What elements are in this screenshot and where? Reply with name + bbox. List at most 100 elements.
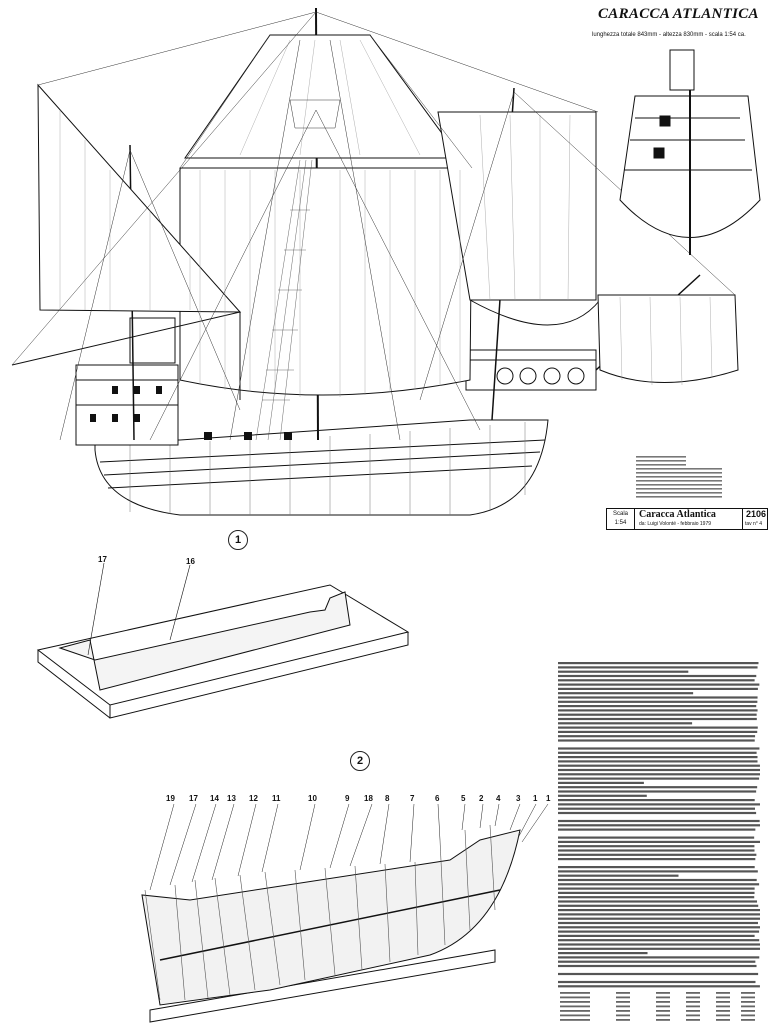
text-line: [558, 840, 760, 843]
legend-notes: [636, 456, 726, 502]
text-line: [558, 985, 760, 988]
text-line: [558, 939, 760, 942]
legend-line: [636, 480, 722, 482]
text-line: [558, 883, 760, 886]
step2-label: 1: [533, 794, 538, 803]
table-cell-line: [716, 1014, 730, 1017]
text-line: [558, 670, 689, 673]
step2-label: 2: [479, 794, 484, 803]
step2-label: 9: [345, 794, 350, 803]
table-cell-line: [616, 1010, 630, 1012]
text-line: [558, 781, 644, 784]
table-cell-line: [616, 1001, 630, 1003]
text-line: [558, 717, 757, 721]
table-cell-line: [716, 1010, 730, 1012]
text-line: [558, 964, 757, 968]
step2-label: 3: [516, 794, 521, 803]
title-plate: Scala 1:54 Caracca Atlantica da: Luigi V…: [606, 508, 768, 530]
text-line: [558, 845, 755, 848]
text-line: [558, 739, 755, 742]
step2-label: 11: [272, 794, 281, 803]
instructions-text-lines: [558, 662, 760, 988]
table-cell-line: [686, 1014, 700, 1017]
legend-line: [636, 464, 686, 466]
step2-label: 13: [227, 794, 236, 803]
legend-line: [636, 484, 722, 486]
text-line: [558, 896, 755, 899]
table-cell-line: [716, 996, 730, 999]
table-cell-line: [686, 992, 700, 994]
legend-line: [636, 460, 686, 462]
step2-label: 7: [410, 794, 415, 803]
table-cell-line: [716, 1005, 730, 1008]
step-2-marker: 2: [350, 751, 370, 771]
text-line: [558, 913, 760, 916]
text-line: [558, 980, 756, 984]
table-cell-line: [686, 1019, 700, 1021]
step2-label: 5: [461, 794, 466, 803]
table-cell-line: [656, 1010, 670, 1012]
table-cell-line: [686, 1010, 700, 1012]
page-subtitle: lunghezza totale 843mm - altezza 830mm -…: [592, 32, 746, 38]
step2-label: 14: [210, 794, 219, 803]
text-line: [558, 687, 758, 690]
page-title: CARACCA ATLANTICA: [598, 6, 759, 22]
text-line: [558, 900, 758, 903]
table-cell-line: [716, 1019, 730, 1021]
text-line: [558, 807, 756, 810]
step2-label: 19: [166, 794, 175, 803]
legend-line: [636, 488, 722, 490]
table-cell-line: [686, 1005, 700, 1008]
text-line: [558, 786, 758, 789]
table-cell-line: [560, 992, 590, 994]
text-line: [558, 909, 760, 912]
table-cell-line: [560, 996, 590, 999]
step2-label: 12: [249, 794, 258, 803]
text-line: [558, 819, 760, 823]
table-cell-line: [656, 1005, 670, 1008]
text-line: [558, 870, 758, 873]
text-line: [558, 934, 755, 937]
parts-table-lines: [560, 992, 755, 1021]
table-cell-line: [741, 996, 755, 999]
text-line: [558, 764, 760, 767]
table-cell-line: [656, 1019, 670, 1021]
text-line: [558, 858, 756, 861]
text-line: [558, 972, 759, 976]
plate-number: 2106: [746, 509, 767, 519]
text-line: [558, 756, 758, 759]
text-line: [558, 874, 679, 877]
step-1-marker: 1: [228, 530, 248, 550]
text-line: [558, 768, 760, 772]
text-line: [558, 887, 755, 890]
step2-label: 8: [385, 794, 390, 803]
table-cell-line: [716, 1001, 730, 1003]
plate-sheet: tav n° 4: [745, 521, 763, 527]
legend-line: [636, 468, 722, 470]
text-line: [558, 917, 760, 920]
table-cell-line: [741, 992, 755, 994]
plate-name-cell: Caracca Atlantica da: Luigi Volonté - fe…: [635, 509, 743, 529]
table-cell-line: [560, 1014, 590, 1017]
table-cell-line: [560, 1019, 590, 1021]
table-cell-line: [741, 1005, 755, 1008]
plate-number-cell: 2106 tav n° 4: [743, 509, 767, 529]
text-line: [558, 773, 760, 776]
text-line: [558, 803, 760, 806]
legend-line: [636, 456, 686, 458]
text-line: [558, 794, 647, 797]
plate-scale-label: Scala: [612, 511, 628, 517]
text-line: [558, 849, 755, 852]
table-cell-line: [616, 1014, 630, 1017]
text-line: [558, 709, 758, 712]
text-line: [558, 960, 756, 963]
table-cell-line: [560, 1005, 590, 1008]
text-line: [558, 696, 758, 699]
text-line: [558, 722, 693, 725]
text-line: [558, 726, 758, 729]
legend-line: [636, 472, 722, 474]
text-line: [558, 735, 756, 738]
text-line: [558, 730, 758, 733]
legend-line: [636, 496, 722, 498]
